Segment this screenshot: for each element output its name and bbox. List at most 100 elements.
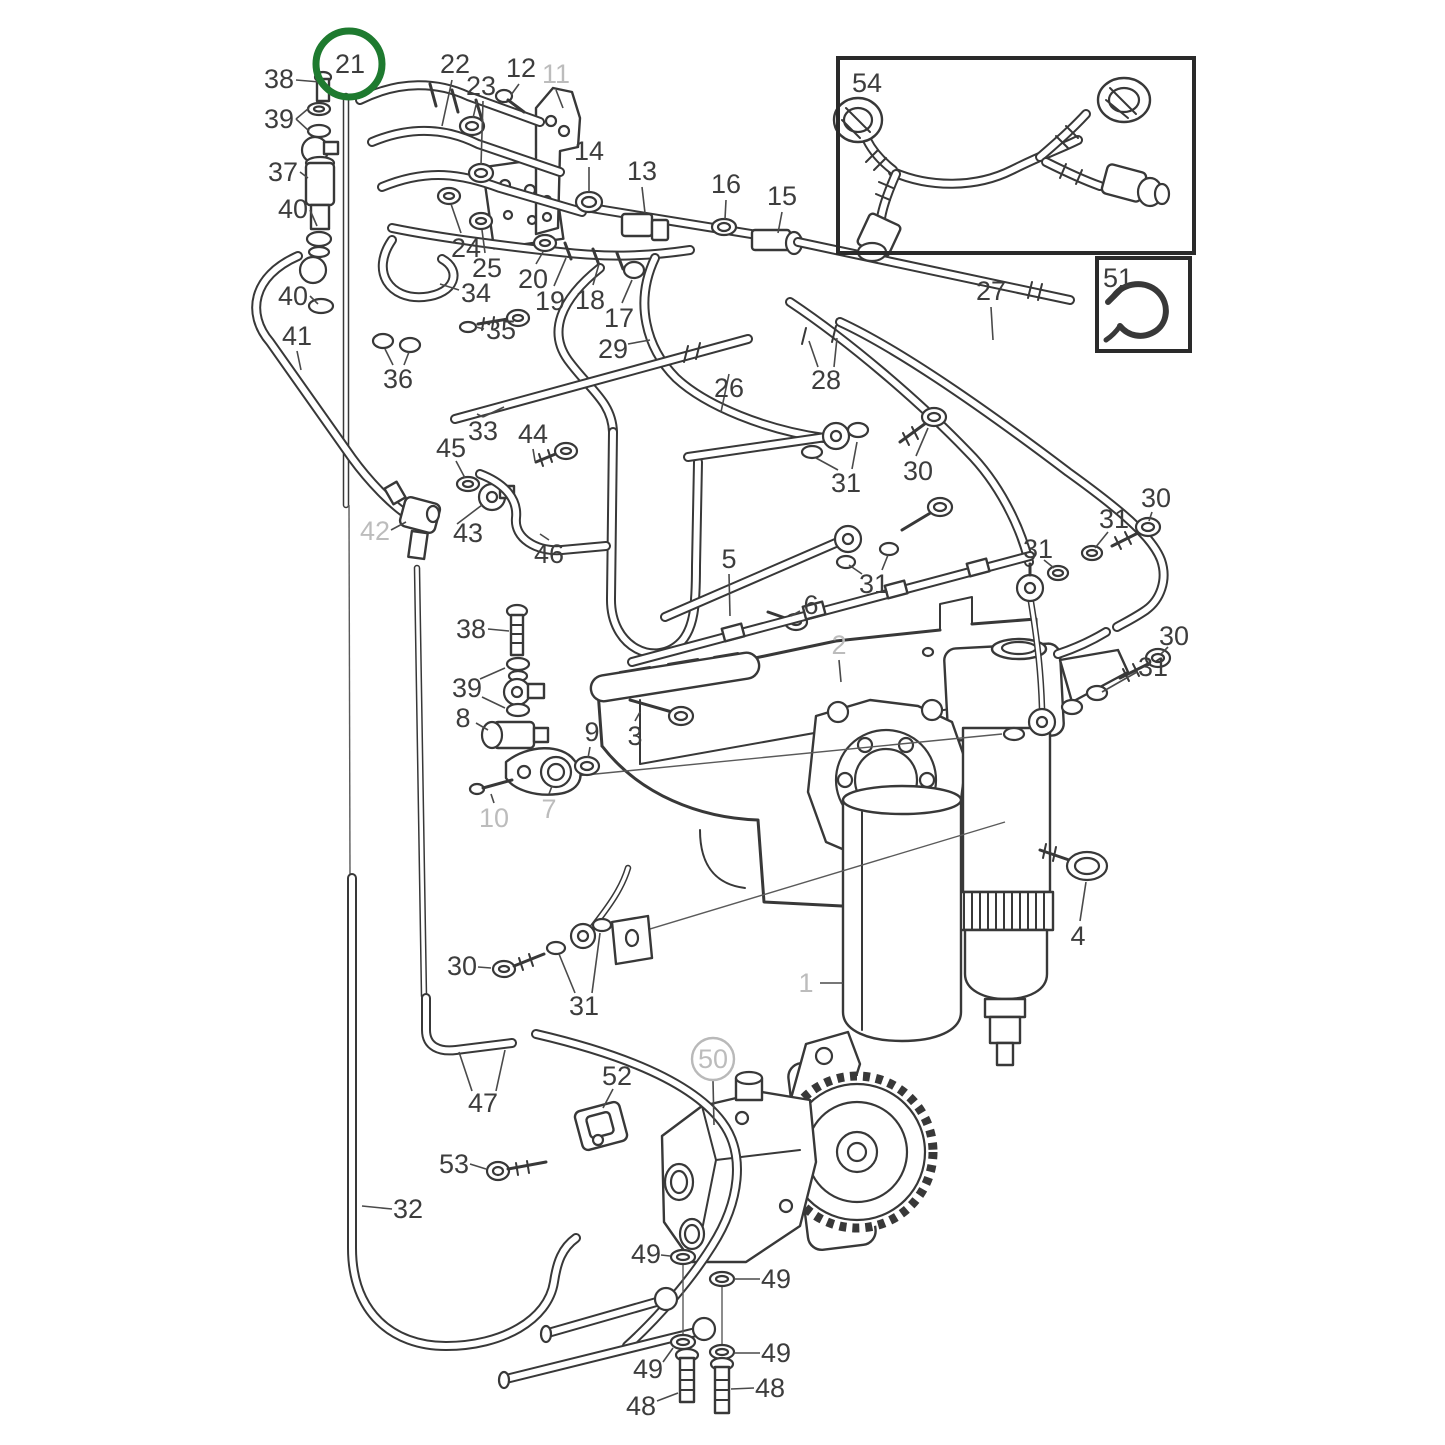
reservoir-and-filter-assembly-1 <box>806 637 1130 1067</box>
leader-line-53 <box>469 1163 487 1170</box>
leader-line-33 <box>482 406 505 418</box>
hose-32 <box>349 875 579 1349</box>
fittings-30-31-midlow <box>491 864 654 979</box>
inset-box-51 <box>1095 256 1192 353</box>
leader-line-5 <box>728 573 731 617</box>
leader-line-50 <box>712 1080 715 1126</box>
leader-line-8 <box>475 722 489 731</box>
callout-32: 32 <box>393 1194 423 1224</box>
callout-14: 14 <box>574 136 604 166</box>
hose-47-long <box>533 1031 740 1349</box>
hose-row-2 <box>369 127 563 175</box>
leader-line-31 <box>558 953 576 994</box>
leader-line-28 <box>833 337 838 368</box>
callout-42: 42 <box>360 516 390 546</box>
callout-49: 49 <box>631 1239 661 1269</box>
leader-line-11 <box>555 89 564 109</box>
fitting-stack-center <box>468 603 601 796</box>
reference-line <box>564 733 1003 778</box>
leader-line-31 <box>881 554 889 571</box>
callout-21: 21 <box>335 49 365 79</box>
leader-line-41 <box>296 350 302 371</box>
mid-hoses <box>371 235 1169 659</box>
callout-31: 31 <box>859 569 889 599</box>
callout-22: 22 <box>440 49 470 79</box>
callout-4: 4 <box>1070 921 1085 951</box>
callout-18: 18 <box>575 285 605 315</box>
callout-37: 37 <box>268 157 298 187</box>
leader-line-46 <box>539 533 550 541</box>
callout-49: 49 <box>761 1264 791 1294</box>
callout-27: 27 <box>976 276 1006 306</box>
callout-44: 44 <box>518 419 548 449</box>
leader-line-49 <box>660 1254 671 1257</box>
callout-30: 30 <box>447 951 477 981</box>
leader-line-30 <box>1148 511 1153 522</box>
leader-line-27 <box>990 306 994 341</box>
pipe-49a <box>545 1298 663 1336</box>
leader-line-7 <box>548 785 553 795</box>
callout-43: 43 <box>453 518 483 548</box>
leader-line-40 <box>309 209 318 227</box>
callout-36: 36 <box>383 364 413 394</box>
fittings-30-31-right-upper <box>1015 516 1162 712</box>
callout-26: 26 <box>714 373 744 403</box>
leader-line-36 <box>384 348 394 366</box>
callout-31: 31 <box>1099 504 1129 534</box>
callout-30: 30 <box>903 456 933 486</box>
leader-line-39 <box>481 696 506 709</box>
callout-40: 40 <box>278 281 308 311</box>
hose-27-end <box>1055 629 1109 657</box>
drain-line-42 <box>415 566 426 998</box>
callout-30: 30 <box>1159 621 1189 651</box>
u-hose-center <box>605 427 703 659</box>
callout-31: 31 <box>1138 652 1168 682</box>
leader-line-30 <box>1160 646 1169 655</box>
callout-2: 2 <box>831 630 846 660</box>
pipe-49b <box>503 1328 703 1382</box>
callout-13: 13 <box>627 156 657 186</box>
callout-20: 20 <box>518 264 548 294</box>
callout-35: 35 <box>486 315 516 345</box>
reference-line <box>619 821 1006 939</box>
leader-line-36 <box>403 351 410 366</box>
callout-48: 48 <box>626 1391 656 1421</box>
leader-line-23 <box>480 100 484 166</box>
callout-8: 8 <box>455 703 470 733</box>
callout-31: 31 <box>1023 534 1053 564</box>
leader-line-17 <box>621 279 633 304</box>
callout-39: 39 <box>452 673 482 703</box>
callout-3: 3 <box>627 721 642 751</box>
leader-line-35 <box>475 326 485 330</box>
leader-line-4 <box>1079 881 1087 922</box>
leader-line-39 <box>295 107 310 120</box>
leader-line-31 <box>815 457 839 471</box>
hose-41 <box>253 253 415 521</box>
leader-line-16 <box>724 199 727 220</box>
leader-line-31 <box>851 441 858 470</box>
callout-47: 47 <box>468 1088 498 1118</box>
pipe-rail-upper <box>685 434 829 460</box>
hose-29 <box>555 265 616 435</box>
inset-label-51: 51 <box>1103 263 1133 293</box>
leader-line-44 <box>532 448 536 462</box>
hose-47-elbow <box>423 995 515 1054</box>
callout-50: 50 <box>698 1044 728 1074</box>
leader-line-40 <box>309 295 319 305</box>
leader-line-39 <box>295 118 310 132</box>
hose-21-22 <box>357 82 543 125</box>
callout-9: 9 <box>584 717 599 747</box>
callout-24: 24 <box>451 233 481 263</box>
fittings-30-31-right-lower <box>1002 647 1172 742</box>
leader-line-23 <box>472 100 478 119</box>
leader-line-29 <box>627 339 651 345</box>
callout-11: 11 <box>542 59 570 89</box>
leader-lines <box>295 79 1169 1402</box>
fittings-30-31-left <box>800 406 954 570</box>
hose-34 <box>379 237 457 301</box>
callout-53: 53 <box>439 1149 469 1179</box>
